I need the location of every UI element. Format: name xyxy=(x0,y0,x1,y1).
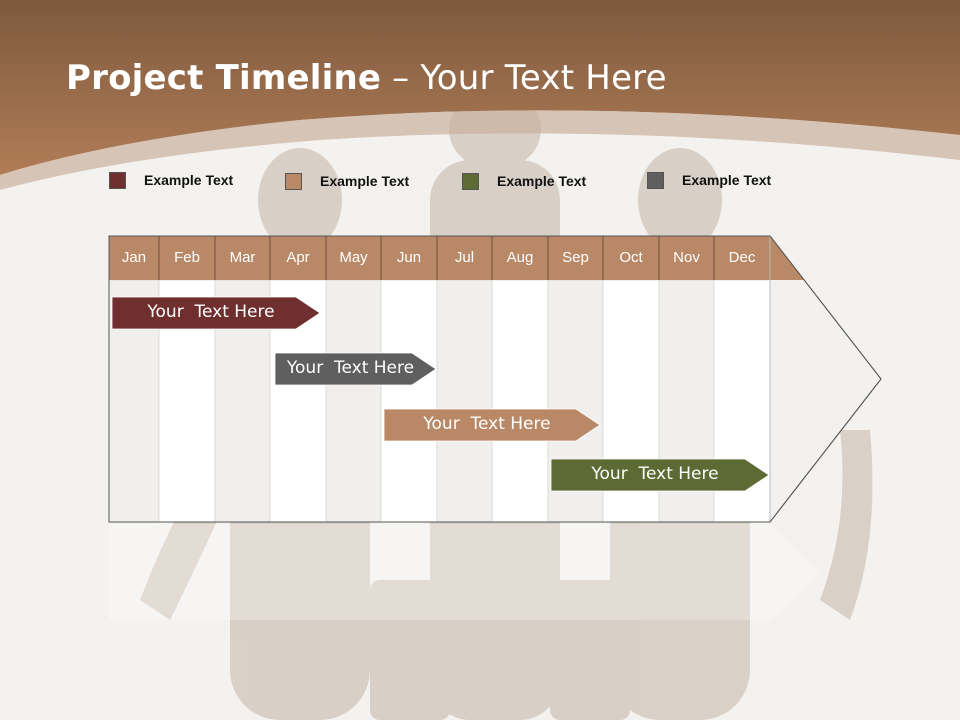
legend-item-4: Example Text xyxy=(647,169,771,191)
legend-swatch-1 xyxy=(109,171,126,189)
timeline-bar-label-2: Your Text Here xyxy=(286,358,415,378)
legend-label-1: Example Text xyxy=(144,172,234,188)
timeline-bar-4 xyxy=(550,458,770,492)
month-label-nov: Nov xyxy=(673,249,700,266)
month-label-feb: Feb xyxy=(174,249,200,266)
month-label-jan: Jan xyxy=(121,249,147,266)
timeline-bar-label-4: Your Text Here xyxy=(591,464,719,484)
month-column-may xyxy=(325,279,382,523)
title-rest: – Your Text Here xyxy=(381,58,667,98)
month-label-mar: Mar xyxy=(229,249,256,266)
month-header-band xyxy=(109,236,804,280)
timeline-outline xyxy=(108,235,882,523)
header-band xyxy=(0,0,960,190)
legend-swatch-4 xyxy=(647,171,664,189)
legend-item-3: Example Text xyxy=(462,170,586,192)
timeline-bar-label-3: Your Text Here xyxy=(423,414,551,434)
legend-label-2: Example Text xyxy=(320,173,410,189)
month-label-may: May xyxy=(339,249,368,266)
month-column-jun xyxy=(380,279,438,523)
month-label-jul: Jul xyxy=(454,249,475,266)
timeline-bar-2 xyxy=(274,352,437,386)
legend-item-2: Example Text xyxy=(285,170,409,192)
month-label-sep: Sep xyxy=(562,249,589,266)
month-column-jul xyxy=(436,279,493,523)
month-label-dec: Dec xyxy=(728,249,756,266)
month-label-apr: Apr xyxy=(286,249,310,266)
legend-item-1: Example Text xyxy=(109,169,233,191)
timeline-bar-label-1: Your Text Here xyxy=(147,302,275,322)
legend-label-4: Example Text xyxy=(682,172,772,188)
timeline-bar-3 xyxy=(383,408,601,442)
month-column-aug xyxy=(491,279,549,523)
month-label-aug: Aug xyxy=(506,249,534,266)
legend-label-3: Example Text xyxy=(497,173,587,189)
page-title: Project Timeline – Your Text Here xyxy=(66,58,667,98)
title-bold: Project Timeline xyxy=(66,58,382,98)
timeline-reflection xyxy=(109,524,820,620)
month-label-oct: Oct xyxy=(619,249,643,266)
legend-swatch-2 xyxy=(285,172,302,190)
legend-swatch-3 xyxy=(462,172,479,190)
month-label-jun: Jun xyxy=(396,249,422,266)
timeline-bar-1 xyxy=(111,296,321,330)
